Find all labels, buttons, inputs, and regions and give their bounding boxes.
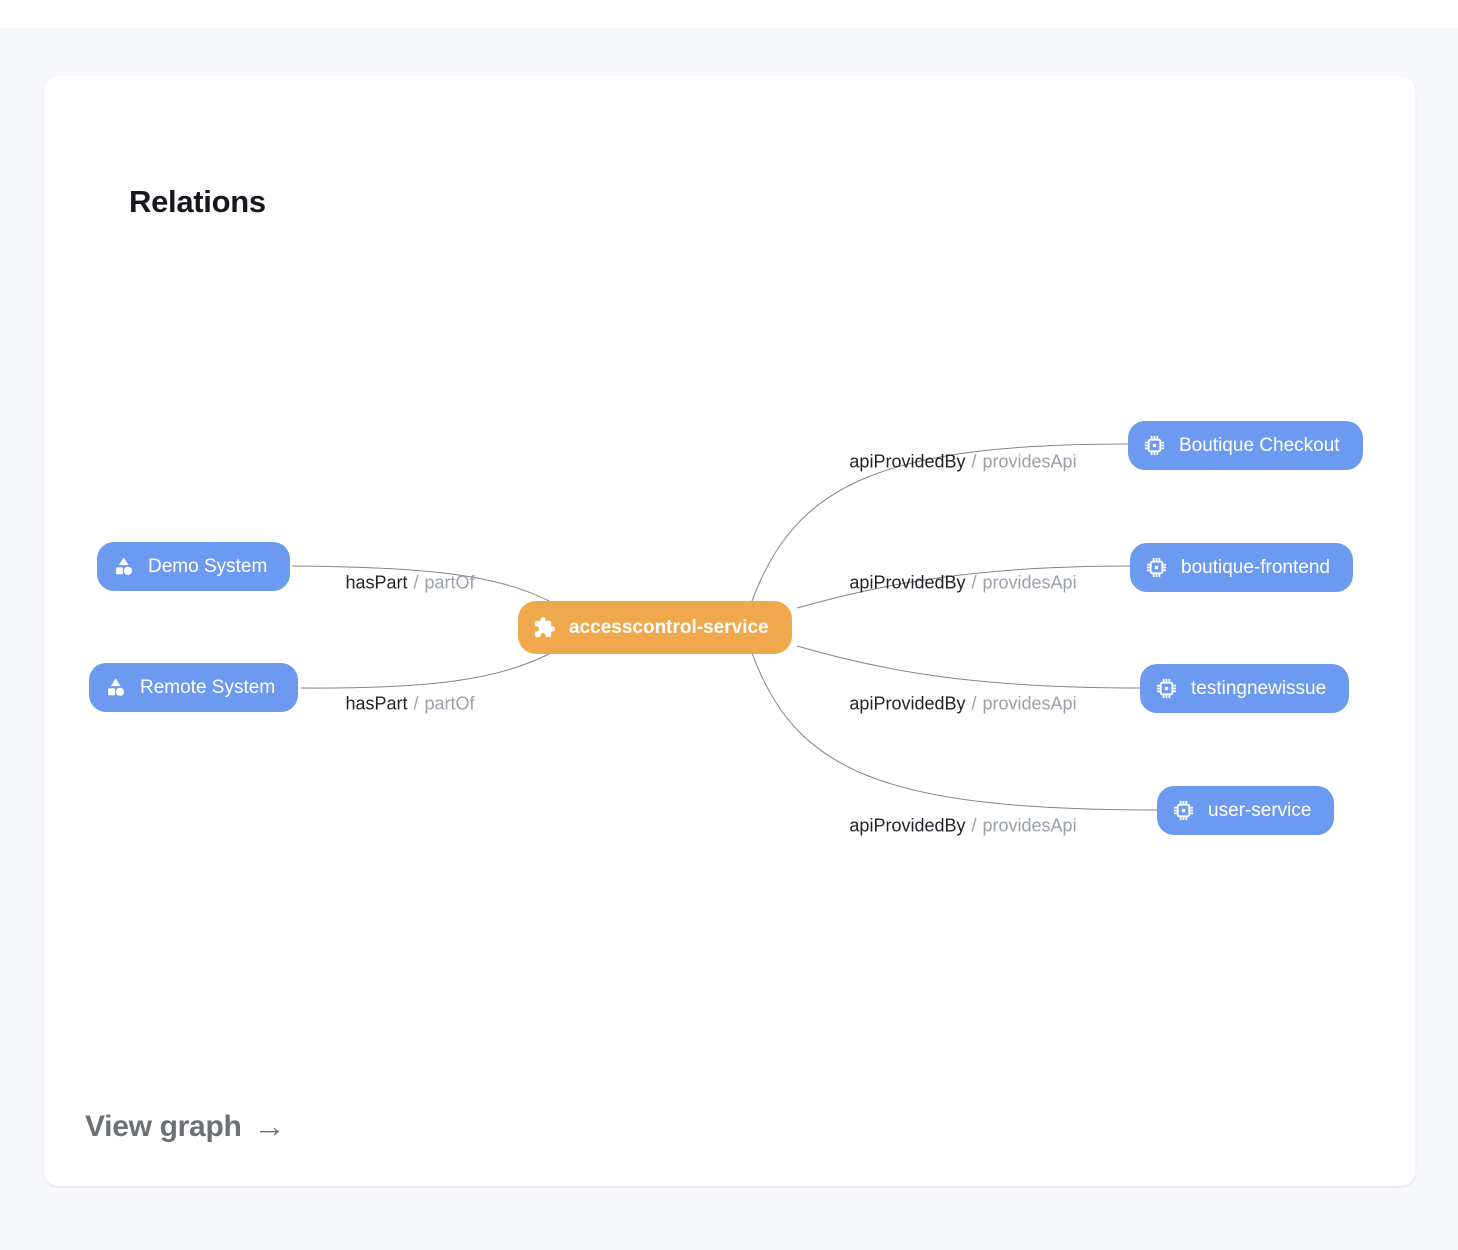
arrow-right-icon: → [253, 1108, 286, 1144]
chip-icon [1172, 799, 1195, 822]
card-title: Relations [129, 184, 266, 219]
edge-label-haspart-2: hasPart / partOf [345, 693, 475, 714]
node-label: boutique-frontend [1181, 556, 1330, 578]
node-label: Demo System [148, 555, 268, 577]
chip-icon [1145, 556, 1168, 579]
node-testingnewissue[interactable]: testingnewissue [1140, 664, 1350, 713]
chip-icon [1155, 677, 1178, 700]
node-label: accesscontrol-service [569, 616, 769, 638]
shapes-icon [104, 676, 127, 699]
view-graph-label: View graph [85, 1109, 242, 1143]
node-label: Remote System [140, 676, 276, 698]
shapes-icon [112, 555, 135, 578]
node-label: Boutique Checkout [1179, 434, 1340, 456]
node-accesscontrol-service[interactable]: accesscontrol-service [518, 601, 792, 654]
edge-label-apiprovidedby-4: apiProvidedBy / providesApi [849, 815, 1077, 836]
edge-label-apiprovidedby-3: apiProvidedBy / providesApi [849, 693, 1077, 714]
node-boutique-checkout[interactable]: Boutique Checkout [1128, 421, 1363, 470]
node-demo-system[interactable]: Demo System [97, 542, 291, 591]
top-strip [0, 0, 1458, 28]
edge-label-apiprovidedby-1: apiProvidedBy / providesApi [849, 451, 1077, 472]
edge-label-apiprovidedby-2: apiProvidedBy / providesApi [849, 572, 1077, 593]
node-label: testingnewissue [1191, 677, 1327, 699]
chip-icon [1143, 434, 1166, 457]
node-user-service[interactable]: user-service [1157, 786, 1335, 835]
view-graph-link[interactable]: View graph → [85, 1108, 286, 1145]
node-remote-system[interactable]: Remote System [89, 663, 299, 712]
edge-label-haspart-1: hasPart / partOf [345, 572, 475, 593]
node-boutique-frontend[interactable]: boutique-frontend [1130, 543, 1353, 592]
puzzle-icon [533, 616, 556, 639]
node-label: user-service [1208, 799, 1312, 821]
